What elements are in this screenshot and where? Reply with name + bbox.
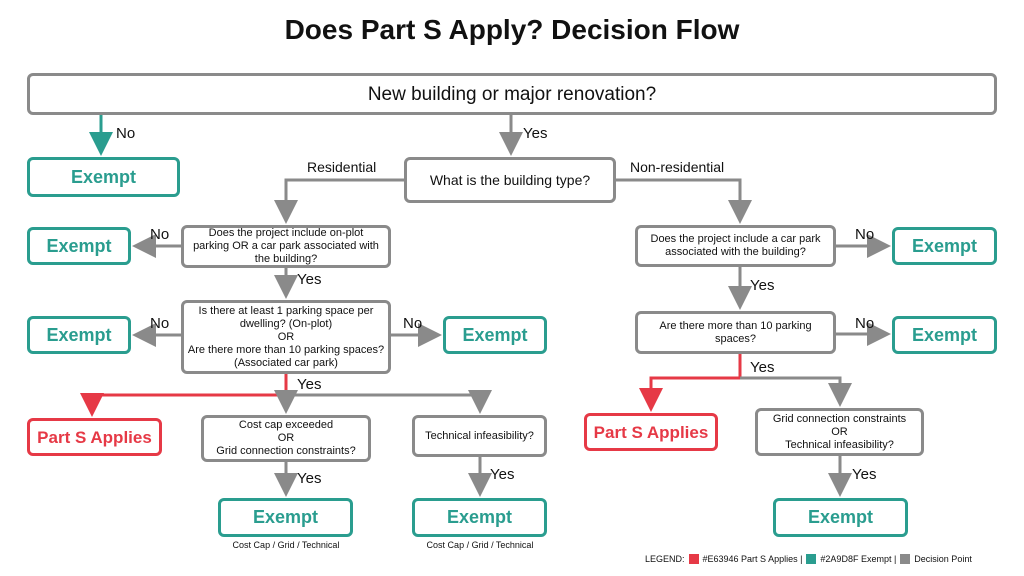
exempt-node: Exempt xyxy=(27,227,131,265)
nr-car-park-question: Does the project include a car park asso… xyxy=(635,225,836,267)
page-title: Does Part S Apply? Decision Flow xyxy=(284,14,740,45)
exempt-node: Exempt xyxy=(412,498,547,537)
grid-text: Grid connection constraints xyxy=(772,412,907,425)
edge-label-residential: Residential xyxy=(307,159,377,175)
res-spaces-question: Is there at least 1 parking space per dw… xyxy=(181,300,391,374)
legend-swatch-exempt xyxy=(806,554,817,564)
edge-label-yes: Yes xyxy=(523,125,548,142)
res-technical-question: Technical infeasibility? xyxy=(412,415,547,457)
edge-label-yes: Yes xyxy=(297,271,322,288)
exempt-node: Exempt xyxy=(27,316,131,354)
start-node: New building or major renovation? xyxy=(27,73,997,115)
or-label: OR xyxy=(831,425,848,438)
edge-label-no: No xyxy=(150,226,170,243)
exempt-node: Exempt xyxy=(892,316,997,354)
edge-label-yes: Yes xyxy=(297,376,322,393)
edge-label-no: No xyxy=(116,125,136,142)
res-cost-grid-question: Cost cap exceeded OR Grid connection con… xyxy=(201,415,371,462)
grid-text: Grid connection constraints? xyxy=(216,445,356,457)
legend-label: LEGEND: xyxy=(645,554,685,564)
edge-label-no: No xyxy=(855,315,875,332)
question-part-b: Are there more than 10 parking spaces? (… xyxy=(187,343,385,369)
question-part-a: Is there at least 1 parking space per dw… xyxy=(198,304,374,330)
exempt-node: Exempt xyxy=(218,498,353,537)
edge-label-no: No xyxy=(403,315,423,332)
exempt-node: Exempt xyxy=(892,227,997,265)
or-label: OR xyxy=(277,432,295,444)
legend-decision: Decision Point xyxy=(914,554,972,564)
edge-label-yes: Yes xyxy=(490,466,515,483)
part-s-applies-node: Part S Applies xyxy=(584,413,718,451)
exempt-caption: Cost Cap / Grid / Technical xyxy=(232,540,340,550)
legend-exempt: #2A9D8F Exempt | xyxy=(820,554,897,564)
exempt-node: Exempt xyxy=(443,316,547,354)
legend-applies: #E63946 Part S Applies | xyxy=(702,554,803,564)
edge-label-yes: Yes xyxy=(750,277,775,294)
nr-spaces-question: Are there more than 10 parking spaces? xyxy=(635,311,836,354)
edge-label-yes: Yes xyxy=(750,359,775,376)
edge-label-no: No xyxy=(855,226,875,243)
arrow-non-residential xyxy=(616,178,752,224)
edge-label-yes: Yes xyxy=(852,466,877,483)
part-s-applies-node: Part S Applies xyxy=(27,418,162,456)
edge-label-no: No xyxy=(150,315,170,332)
legend-swatch-applies xyxy=(688,554,699,564)
edge-label-non-residential: Non-residential xyxy=(630,159,725,175)
res-parking-question: Does the project include on-plot parking… xyxy=(181,225,391,268)
nr-grid-technical-question: Grid connection constraints OR Technical… xyxy=(755,408,924,456)
exempt-node: Exempt xyxy=(27,157,180,197)
legend-swatch-decision xyxy=(900,554,911,564)
edge-label-yes: Yes xyxy=(297,470,322,487)
cost-cap-text: Cost cap exceeded xyxy=(238,419,334,431)
building-type-node: What is the building type? xyxy=(404,157,616,203)
arrow-residential xyxy=(274,178,404,224)
legend: LEGEND: #E63946 Part S Applies | #2A9D8F… xyxy=(645,554,972,564)
technical-text: Technical infeasibility? xyxy=(785,438,894,451)
exempt-caption: Cost Cap / Grid / Technical xyxy=(426,540,534,550)
exempt-node: Exempt xyxy=(773,498,908,537)
or-label: OR xyxy=(277,330,295,343)
